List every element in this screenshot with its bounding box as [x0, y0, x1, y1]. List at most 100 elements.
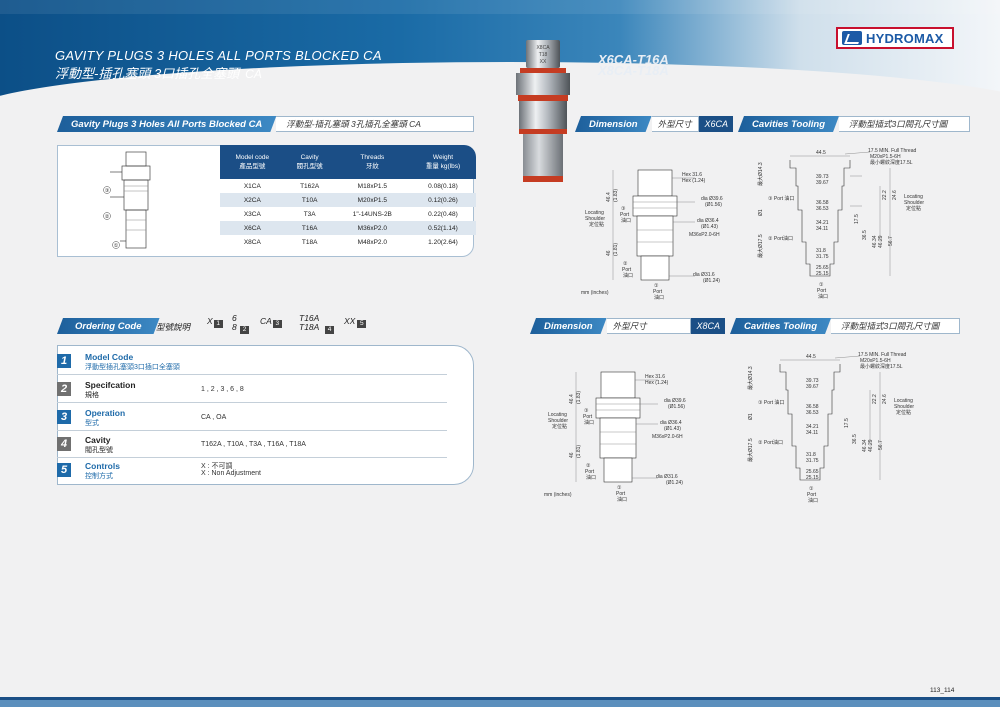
hex-dim: Hex 31.6	[682, 172, 702, 178]
dim-318: 31.8	[806, 452, 816, 458]
code-box-4-wrap: 4	[325, 322, 334, 334]
code-6: 6	[232, 313, 237, 323]
h1-dim: 46.4	[569, 394, 575, 404]
cartridge-seal-1	[520, 68, 566, 73]
thread-note-3: 最小螺紋深度17.5L	[870, 159, 913, 166]
cell: 0.22(0.48)	[428, 210, 458, 218]
dim-3653: 36.53	[816, 206, 829, 212]
port3-label: Port	[583, 414, 593, 420]
d1-dim-in: (Ø1.56)	[668, 404, 685, 410]
cell: 0.12(0.26)	[409, 193, 476, 207]
cell: T10A	[284, 193, 335, 207]
vdim-222: 22.2	[882, 190, 888, 200]
cell: M48xP2.0	[357, 238, 387, 246]
row-title-zh: 閥孔型號	[85, 447, 113, 454]
port2-label: Port	[585, 469, 595, 475]
dimension-tab-x8ca: Dimension 外型尺寸 X8CA	[530, 318, 725, 334]
thread-outline	[632, 195, 678, 217]
cell: 0.52(1.14)	[409, 221, 476, 235]
row-title-en: Model Code	[85, 352, 134, 362]
row-title-zh: 型式	[85, 420, 99, 427]
port3-zh: 油口	[584, 419, 594, 426]
body-outline	[599, 417, 637, 459]
code-box-3: 3	[272, 320, 282, 328]
port1-num: ①	[819, 282, 824, 288]
cartridge-seal-2	[518, 95, 568, 101]
dim-3411: 34.11	[816, 226, 828, 232]
dim-2565: 25.65	[816, 265, 829, 271]
cell: X3CA	[243, 210, 261, 218]
row-value: CA , OA	[201, 414, 227, 421]
cartridge-section-drawing: ③ ② ①	[103, 151, 151, 249]
cartridge-hex	[526, 40, 560, 68]
row-value: T162A , T10A , T3A , T16A , T18A	[201, 441, 306, 448]
code-box-2-wrap: 2	[240, 322, 249, 334]
d2-dim-in: (Ø1.43)	[664, 426, 681, 432]
dim-3967: 39.67	[806, 384, 819, 390]
dwg-nose	[125, 209, 147, 249]
ordering-row-operation: 3 Operation 型式 CA , OA	[57, 408, 457, 432]
cavity-profile	[789, 160, 851, 277]
dimension-model-code: X6CA	[699, 116, 733, 132]
row-title-zh: 浮動型插孔塞頭3口插口全塞頭	[85, 364, 180, 371]
x8ca-cavity-drawing: 44.5 17.5 MIN. Full Thread M20xP1.5-6H 最…	[747, 352, 914, 504]
d1-dim: dia Ø39.6	[664, 398, 686, 404]
header-stripe	[0, 0, 1000, 14]
dim-2565: 25.65	[806, 469, 819, 475]
top-dim: 44.5	[816, 150, 826, 156]
code-ca: CA	[260, 316, 272, 326]
port1-zh: 油口	[617, 496, 627, 502]
ordering-row-specification: 2 Specifcation 規格 1 , 2 , 3 , 6 , 8	[57, 380, 457, 404]
col-weight-zh: 重量 kg(lbs)	[425, 163, 461, 170]
divider	[57, 430, 447, 431]
callout-2-circle	[103, 212, 111, 220]
h2-dim: 46	[606, 250, 612, 256]
ordering-row-cavity: 4 Cavity 閥孔型號 T162A , T10A , T3A , T16A …	[57, 435, 457, 459]
section-label-zh: 浮動型-插孔塞頭 3孔插孔全塞頭 CA	[276, 116, 474, 132]
cell: M36xP2.0	[334, 221, 410, 235]
side-dim-1: 最大Ø14.3	[757, 162, 764, 186]
cavity-label-zh: 浮動型插式3口閥孔尺寸圖	[839, 116, 970, 132]
ordering-panel	[57, 345, 474, 485]
d1-dim-in: (Ø1.56)	[705, 202, 722, 208]
vdim-222: 22.2	[872, 394, 878, 404]
cell: 0.08(0.18)	[428, 182, 458, 190]
vdim-4634: 46.34	[862, 439, 868, 452]
vdim-365: 36.5	[862, 230, 868, 240]
port1-zh: 油口	[654, 294, 664, 300]
hex-dim: Hex 31.6	[645, 374, 665, 380]
port1-num: ①	[809, 486, 814, 492]
dim-3421: 34.21	[816, 220, 829, 226]
cell: T3A	[303, 210, 316, 218]
code-box-5: 5	[357, 320, 367, 328]
hex-outline	[637, 169, 673, 197]
cavity-label: Cavities Tooling	[738, 116, 839, 132]
h1-dim: 46.4	[606, 192, 612, 202]
h1-dim-in: (1.83)	[613, 189, 619, 202]
d3-dim: dia Ø31.6	[656, 474, 678, 480]
ordering-zh: 型號說明	[156, 322, 191, 332]
d2-dim: dia Ø36.4	[660, 420, 682, 426]
port3-num: ③	[621, 206, 626, 212]
dim-3967: 39.67	[816, 180, 829, 186]
divider	[57, 374, 447, 375]
row-number-3: 3	[57, 410, 71, 424]
cell: M18xP1.5	[357, 182, 387, 190]
dim-3658: 36.58	[806, 404, 819, 410]
d1-dim: dia Ø39.6	[701, 196, 723, 202]
thread-note-2: M20xP1.5-6H	[860, 358, 891, 364]
cartridge-seal-3	[519, 129, 567, 134]
col-weight-en: Weight	[432, 154, 454, 161]
dwg-body	[123, 179, 149, 211]
side-dim-2: Ø1	[748, 413, 754, 420]
dim-3973: 39.73	[806, 378, 819, 384]
row-value: X : 不可調	[201, 463, 233, 470]
logo-mark-icon	[842, 31, 862, 45]
logo-text: HYDROMAX	[866, 30, 944, 46]
